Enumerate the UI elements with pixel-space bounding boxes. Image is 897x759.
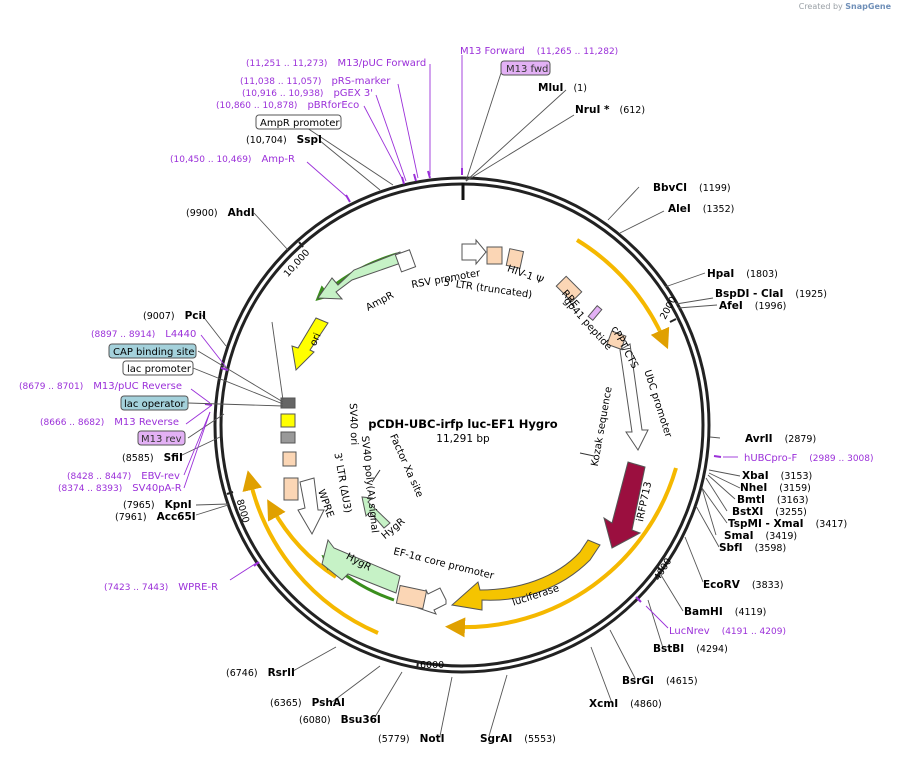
enzyme-avrii: AvrII(2879) [745,433,816,445]
ltr5-trunc-box [395,584,428,610]
sv40-ori-yellow [280,413,296,428]
ampr-promoter-box [394,249,417,273]
enzyme-afei: AfeI(1996) [719,300,786,312]
enzyme-bbvci: BbvCI(1199) [653,182,731,194]
feature-arrows [280,238,649,615]
tick-6000: 6000 [420,660,444,671]
primer-hubcpro-f: hUBCpro-F(2989 .. 3008) [744,453,874,464]
lac-promoter-label: lac promoter [127,364,192,375]
gp41-box [587,305,603,321]
enzyme-bmti: BmtI(3163) [737,494,808,506]
enzyme-bsu36i: (6080)Bsu36I [299,714,381,726]
enzyme-mlui: MluI(1) [538,82,587,94]
enzyme-noti: (5779)NotI [378,733,445,745]
primer-m13puc-forward: (11,251 .. 11,273)M13/pUC Forward [246,58,426,69]
primer-lucnrev: LucNrev(4191 .. 4209) [669,626,786,637]
primer-prs-marker: (11,038 .. 11,057)pRS-marker [240,76,391,87]
enzyme-bstxi: BstXI(3255) [732,506,807,518]
luciferase-arrow [450,539,601,611]
wpre-arrow [297,477,325,536]
feature-gp41: gp41 peptide [561,296,614,353]
feature-factor-xa: Factor Xa site [387,433,425,500]
enzyme-pshai: (6365)PshAI [270,697,345,709]
feature-sv40-polya: SV40 poly(A) signal [359,435,380,533]
enzyme-bamhi: BamHI(4119) [684,606,766,618]
enzyme-pcii: (9007)PciI [143,310,206,322]
enzyme-hpai: HpaI(1803) [707,268,778,280]
primer-m13puc-reverse: (8679 .. 8701)M13/pUC Reverse [19,381,182,392]
rre-box [555,275,583,303]
enzyme-kpni: (7965)KpnI [123,499,192,511]
hygr-small-arrow [361,496,391,529]
enzyme-alei: AleI(1352) [668,203,734,215]
cppt-box [606,330,627,350]
enzyme-ecorv: EcoRV(3833) [703,579,783,591]
ampr-promoter-label: AmpR promoter [260,118,340,129]
enzyme-sbfi: SbfI(3598) [719,542,786,554]
enzyme-sfii: (8585)SfiI [122,452,183,464]
enzyme-bspdi-clai: BspDI - ClaI(1925) [715,288,827,300]
hygr-arrow [321,538,401,594]
cap-binding-label: CAP binding site [113,347,195,358]
m13-rev-label: M13 rev [141,434,182,445]
enzyme-bstbi: BstBI(4294) [653,643,728,655]
primer-l4440: (8897 .. 8914)L4440 [91,329,196,340]
primer-m13-reverse: (8666 .. 8682)M13 Reverse [40,417,179,428]
factor-xa-tick [371,469,381,483]
lac-operator-label: lac operator [124,399,185,410]
plasmid-name: pCDH-UBC-irfp luc-EF1 Hygro [368,417,558,431]
feature-ef1a: EF-1α core promoter [392,546,496,582]
feature-ampr: AmpR [364,290,396,314]
rsv-promoter-arrow [461,238,487,266]
snapgene-watermark: Created by SnapGene [798,2,891,11]
enzyme-nhei: NheI(3159) [740,482,811,494]
primer-ebv-rev: (8428 .. 8447)EBV-rev [67,471,180,482]
boxed-labels: M13 fwd AmpR promoter CAP binding site l… [108,60,551,446]
feature-hiv-psi: HIV-1 Ψ [506,264,545,287]
enzyme-ahdi: (9900)AhdI [186,207,255,219]
backbone-outer [213,176,711,674]
primer-labels: M13 Forward(11,265 .. 11,282) (11,251 ..… [19,46,874,637]
ltr5-box [486,246,503,265]
enzyme-rsrii: (6746)RsrII [226,667,295,679]
feature-ubc-promoter: UbC promoter [641,369,673,440]
ubc-promoter-arrow [619,343,649,451]
primer-pgex3: (10,916 .. 10,938)pGEX 3' [242,88,373,99]
primer-wpre-r: (7423 .. 7443)WPRE-R [104,582,218,593]
sv40pa-box [282,451,297,467]
enzyme-xcmi: XcmI(4860) [589,698,662,710]
sv40-ori-box [280,431,296,444]
leader-lines [179,55,741,737]
ampr-arrow [317,251,405,300]
enzyme-labels: MluI(1) NruI *(612) BbvCI(1199) AleI(135… [115,82,847,745]
plasmid-size: 11,291 bp [436,433,490,445]
enzyme-nrui: NruI *(612) [575,104,645,116]
enzyme-acc65i: (7961)Acc65I [115,511,196,523]
feature-ori: ori [308,331,323,347]
primer-amp-r: (10,450 .. 10,469)Amp-R [170,154,295,165]
enzyme-smai: SmaI(3419) [724,530,797,542]
primer-pbrforeco: (10,860 .. 10,878)pBRforEco [216,100,359,111]
ori-arrow [291,317,329,372]
irfp-arrow [603,461,646,549]
enzyme-sspi: (10,704)SspI [246,134,322,146]
feature-5ltr: 5' LTR (truncated) [443,278,533,301]
primer-sv40pa-r: (8374 .. 8393)SV40pA-R [58,483,182,494]
primer-m13-forward: M13 Forward(11,265 .. 11,282) [460,46,618,57]
feature-sv40-ori: SV40 ori [347,403,359,445]
enzyme-tspmi-xmai: TspMI - XmaI(3417) [728,518,847,530]
enzyme-bsrgi: BsrGI(4615) [622,675,698,687]
feature-kozak: Kozak sequence [590,386,615,467]
feature-3ltr: 3' LTR (ΔU3) [331,452,352,514]
hiv-psi-box [505,248,525,269]
enzyme-sgrai: SgrAI(5553) [480,733,556,745]
ltr3-box [283,477,299,501]
enzyme-xbai: XbaI(3153) [742,470,812,482]
m13-fwd-label: M13 fwd [506,64,548,75]
feature-labels: AmpR ori RSV promoter 5' LTR (truncated)… [308,264,674,609]
kozak-tick [579,452,595,457]
